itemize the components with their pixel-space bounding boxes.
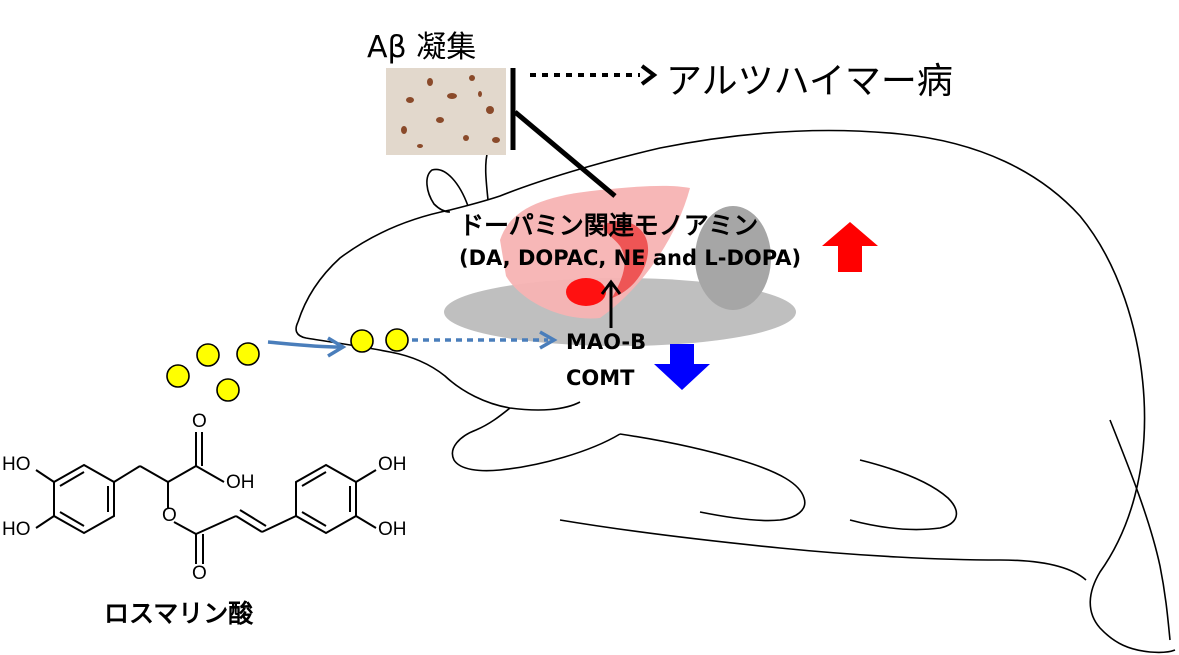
comt-label: COMT — [566, 366, 635, 390]
abeta-histology-image — [386, 68, 506, 155]
cerebellum-region — [695, 206, 771, 310]
ester-oxygen-label: O — [162, 505, 177, 526]
dotted-arrow-to-alzheimers — [530, 64, 658, 86]
ho-bottom-label: HO — [2, 519, 31, 540]
rosmarinic-acid-structure — [35, 432, 377, 564]
acid-oxygen-label: O — [192, 411, 207, 432]
ho-top-label: HO — [2, 454, 31, 475]
mao-b-label: MAO-B — [566, 330, 647, 354]
compound-dot — [216, 378, 240, 402]
abeta-aggregation-label: Aβ 凝集 — [367, 30, 477, 65]
compound-dot — [350, 329, 374, 353]
dopamine-monoamines-label: ドーパミン関連モノアミン — [459, 211, 759, 240]
alzheimers-disease-label: アルツハイマー病 — [666, 61, 953, 102]
compound-dot — [236, 342, 260, 366]
brain-illustration — [444, 185, 796, 346]
oh-right-bottom-label: OH — [378, 519, 407, 540]
acid-oh-label: OH — [226, 472, 255, 493]
compound-dots — [166, 328, 409, 402]
carbonyl-oxygen-label: O — [192, 563, 207, 584]
brain-delivery-arrow — [412, 330, 558, 350]
inhibition-marker — [510, 68, 617, 198]
striatum-region — [602, 221, 649, 298]
intake-arrow — [267, 336, 347, 358]
black-up-arrow — [600, 279, 622, 328]
compound-dot — [166, 364, 190, 388]
oh-right-top-label: OH — [378, 454, 407, 475]
red-up-arrow-icon — [822, 222, 878, 272]
monoamine-list-label: (DA, DOPAC, NE and L-DOPA) — [459, 246, 802, 270]
rosmarinic-acid-label: ロスマリン酸 — [104, 599, 254, 628]
compound-dot — [385, 328, 409, 352]
compound-dot — [196, 343, 220, 367]
blue-down-arrow-icon — [654, 344, 710, 390]
mouse-outline — [295, 129, 1176, 654]
substantia-nigra-region — [566, 278, 606, 306]
forebrain-region — [500, 185, 690, 319]
